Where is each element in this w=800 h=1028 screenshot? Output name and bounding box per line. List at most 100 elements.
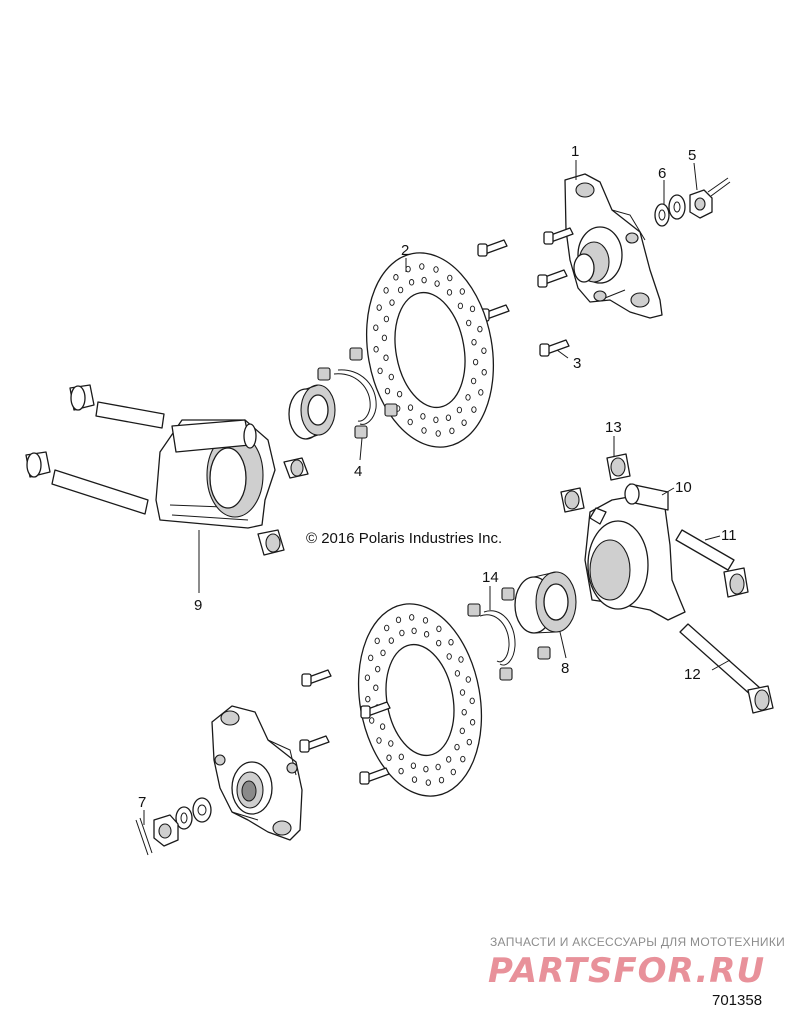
disc-hole [447,274,453,282]
knuckle-left [155,419,276,529]
disc-hole [459,727,465,735]
disc-hole [433,266,439,273]
disc-hole [373,346,379,353]
disc-hole [465,394,471,401]
watermark-tagline: ЗАПЧАСТИ И АКСЕССУАРЫ ДЛЯ МОТОТЕХНИКИ [490,935,785,949]
washer-lower [175,797,212,830]
disc-hole [449,427,455,435]
disc-hole [420,413,426,420]
callout-5: 5 [688,147,696,164]
washer-upper [654,194,686,227]
disc-hole [389,299,395,306]
disc-bolts-lower [467,587,551,681]
hub-bolts-lower [299,669,391,785]
disc-hole [469,719,476,726]
disc-hole [472,358,479,366]
disc-hole [388,637,394,644]
cotter-pin-upper [707,177,731,197]
disc-hole [469,305,476,313]
disc-hole [399,629,405,637]
disc-hole [388,373,394,381]
disc-hole [407,418,413,426]
disc-hole [461,708,467,716]
disc-hole [456,406,463,414]
castle-nut-upper [689,189,713,219]
disc-hole [422,617,429,624]
drawing-number: 701358 [712,992,762,1009]
hub-lower [211,705,303,841]
disc-hole [398,767,404,775]
disc-hole [458,656,464,663]
disc-hole [460,755,466,763]
disc-hole [459,288,465,295]
disc-hole [393,274,399,281]
disc-hole [481,347,487,354]
callout-4: 4 [354,463,362,480]
disc-hole [478,389,484,396]
disc-hole [434,280,440,287]
disc-hole [398,753,404,761]
callout-2: 2 [401,242,409,259]
disc-hole [423,765,429,773]
snap-ring-lower [479,610,516,666]
bushings-right [560,453,774,714]
disc-hole [373,684,379,692]
brake-disc-lower [357,603,483,797]
disc-hole [380,649,386,657]
disc-hole [471,338,477,346]
disc-hole [365,695,371,703]
disc-hole [411,776,418,783]
disc-hole [376,737,382,744]
disc-hole [466,319,472,327]
copyright-text: © 2016 Polaris Industries Inc. [306,530,502,547]
disc-hole [459,689,466,696]
disc-hole [376,304,382,311]
disc-hole [374,637,380,645]
disc-hole [375,665,381,673]
callout-1: 1 [571,143,579,160]
disc-hole [364,674,371,681]
callout-11: 11 [721,527,737,544]
watermark-logo: PARTSFOR.RU [488,951,765,991]
disc-hole [421,276,427,284]
bushings-left [25,384,165,515]
disc-hole [454,743,460,751]
disc-hole [388,740,394,747]
disc-hole [457,302,464,310]
callout-13: 13 [605,419,622,436]
disc-hole [411,627,417,635]
disc-bolts-upper [317,347,398,439]
brake-disc-upper [365,252,495,448]
callout-10: 10 [675,479,692,496]
disc-hole [435,430,441,437]
disc-hole [396,390,403,398]
disc-hole [445,414,452,421]
disc-hole [383,354,389,362]
disc-hole [383,315,390,323]
disc-hole [421,427,427,434]
disc-hole [435,763,441,771]
disc-hole [433,416,439,424]
disc-hole [436,625,442,633]
disc-hole [409,614,415,621]
disc-hole [386,754,392,762]
disc-hole [384,624,390,632]
disc-hole [461,419,467,426]
disc-hole [450,768,456,776]
disc-hole [446,289,453,296]
disc-hole [469,697,475,705]
callout-6: 6 [658,165,666,182]
bushings-knuckle-left [257,457,309,556]
disc-hole [481,369,487,376]
callout-8: 8 [561,660,569,677]
disc-hole [466,738,472,746]
disc-hole [397,286,404,294]
hub-bolts-upper [477,227,574,357]
hub-upper [564,173,663,319]
disc-hole [383,287,389,294]
disc-hole [471,406,477,413]
disc-hole [381,334,388,342]
disc-hole [408,279,415,286]
disc-hole [407,404,414,411]
